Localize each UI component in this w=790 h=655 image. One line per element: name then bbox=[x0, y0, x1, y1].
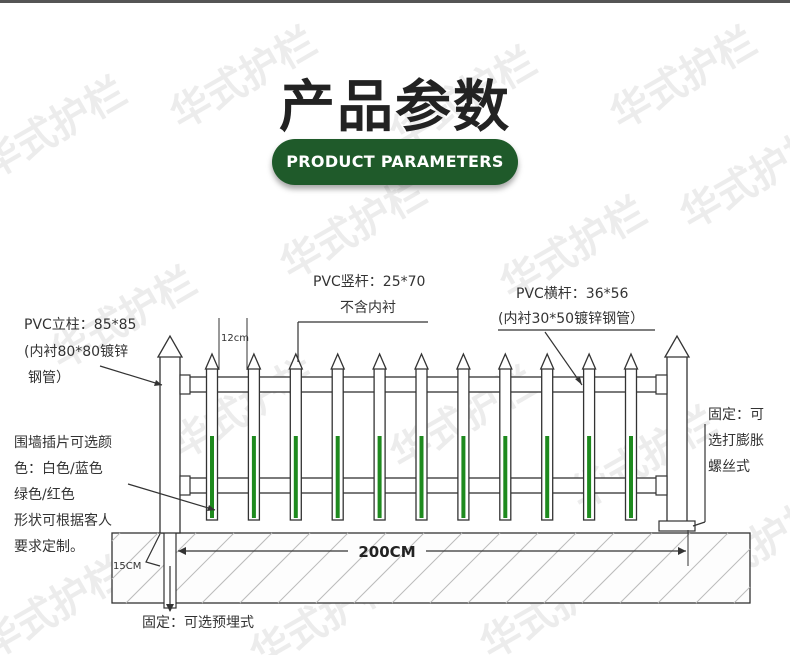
color-spec-line2: 色：白色/蓝色 bbox=[14, 461, 103, 477]
picket-color-insert bbox=[419, 436, 424, 518]
right-post-cap bbox=[663, 334, 691, 358]
left-bracket-top bbox=[179, 374, 191, 395]
dim-200cm-label: 200CM bbox=[358, 543, 415, 561]
fix-right-line1: 固定：可 bbox=[708, 407, 764, 423]
hatch-line bbox=[467, 532, 539, 604]
hatch-line bbox=[111, 532, 121, 542]
picket-color-insert bbox=[629, 436, 633, 518]
picket-tip bbox=[372, 352, 388, 370]
color-leader-arrow bbox=[207, 505, 215, 511]
color-leader bbox=[127, 483, 216, 511]
post-leader bbox=[99, 365, 163, 386]
hatch-line bbox=[391, 532, 463, 604]
picket-color-insert bbox=[461, 436, 466, 518]
hatch-line bbox=[733, 586, 751, 604]
hatch-line bbox=[315, 532, 387, 604]
left-bracket-bottom bbox=[179, 475, 191, 496]
hatch-line bbox=[543, 532, 615, 604]
picket-tip bbox=[623, 352, 639, 370]
hatch-line bbox=[201, 532, 273, 604]
picket-tip bbox=[455, 352, 471, 370]
fix-bottom-arrow bbox=[166, 604, 174, 612]
hatch-line bbox=[505, 532, 577, 604]
hatch-line bbox=[581, 532, 653, 604]
color-spec-line5: 要求定制。 bbox=[14, 539, 84, 555]
fix-bottom-label: 固定：可选预埋式 bbox=[142, 615, 254, 631]
right-post bbox=[666, 354, 688, 524]
rail-leader-diag bbox=[544, 331, 583, 386]
color-spec-line4: 形状可根据客人 bbox=[14, 513, 112, 529]
picket-color-insert bbox=[503, 436, 508, 518]
picket-tip bbox=[246, 352, 262, 370]
hatch-line bbox=[695, 548, 751, 604]
dim-200cm-arrow-right bbox=[678, 547, 686, 555]
dim-12cm-label: 12cm bbox=[221, 333, 249, 344]
post-spec-line1: PVC立柱：85*85 bbox=[24, 317, 137, 333]
hatch-line bbox=[277, 532, 349, 604]
picket-tip bbox=[539, 352, 555, 370]
picket-spec-line2: 不含内衬 bbox=[340, 300, 396, 316]
dim-15cm-label: 15CM bbox=[113, 561, 141, 572]
picket-color-insert bbox=[545, 436, 550, 518]
picket-color-insert bbox=[251, 436, 256, 518]
post-spec-line2: (内衬80*80镀锌 bbox=[24, 344, 129, 360]
color-spec-line3: 绿色/红色 bbox=[14, 487, 75, 503]
picket-tip bbox=[330, 352, 346, 370]
rail-leader-arrow bbox=[575, 377, 582, 385]
picket-tip bbox=[288, 352, 304, 370]
picket-tip bbox=[204, 352, 220, 370]
fix-right-leader-foot bbox=[692, 521, 706, 527]
picket-tip bbox=[581, 352, 597, 370]
dim-15cm-bracket bbox=[145, 533, 161, 567]
hatch-line bbox=[353, 532, 425, 604]
post-leader-arrow bbox=[154, 380, 162, 386]
rail-spec-line2: (内衬30*50镀锌钢管） bbox=[498, 311, 645, 327]
hatch-line bbox=[125, 532, 197, 604]
left-post-cap bbox=[156, 334, 184, 358]
fix-right-line3: 螺丝式 bbox=[708, 459, 750, 475]
rail-spec-line1: PVC横杆：36*56 bbox=[516, 286, 629, 302]
subtitle-badge: PRODUCT PARAMETERS bbox=[272, 139, 518, 185]
fix-right-line2: 选打膨胀 bbox=[708, 433, 764, 449]
picket-tip bbox=[414, 352, 429, 370]
pickets-group bbox=[204, 352, 639, 521]
right-post-base bbox=[658, 520, 696, 532]
left-post bbox=[159, 354, 181, 534]
hatch-line bbox=[619, 532, 691, 604]
hatch-line bbox=[657, 532, 729, 604]
ground-block bbox=[111, 532, 751, 604]
picket-color-insert bbox=[293, 436, 298, 518]
hatch-line bbox=[239, 532, 311, 604]
hatch-line bbox=[429, 532, 501, 604]
page-title: 产品参数 bbox=[279, 75, 511, 140]
post-spec-line3: 钢管） bbox=[28, 370, 70, 386]
picket-color-insert bbox=[210, 436, 214, 518]
dim-200cm-arrow-left bbox=[178, 547, 186, 555]
picket-spec-line1: PVC竖杆：25*70 bbox=[313, 274, 426, 290]
hatch-line bbox=[111, 532, 159, 580]
picket-color-insert bbox=[335, 436, 340, 518]
color-spec-line1: 围墙插片可选颜 bbox=[14, 435, 112, 451]
right-bracket-top bbox=[655, 374, 668, 395]
top-border bbox=[0, 0, 790, 3]
picket-color-insert bbox=[377, 436, 382, 518]
picket-color-insert bbox=[587, 436, 592, 518]
picket-tip bbox=[497, 352, 513, 370]
right-bracket-bottom bbox=[655, 475, 668, 496]
